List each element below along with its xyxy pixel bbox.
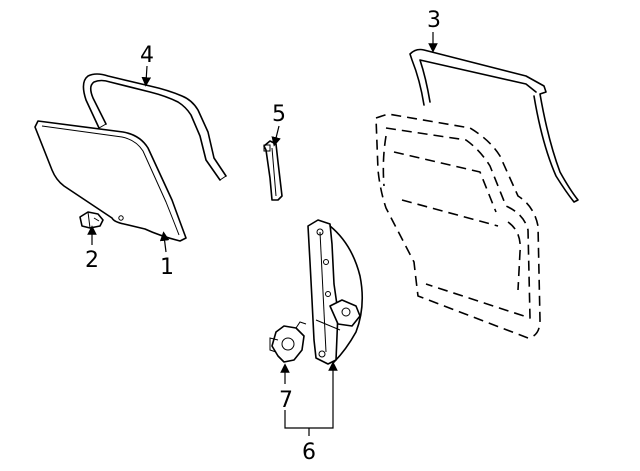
- run-channel-bracket: [263, 140, 283, 201]
- callout-5: 5: [272, 102, 286, 127]
- leader-5: [271, 125, 281, 147]
- glass-clip: [79, 211, 104, 229]
- door-weatherstrip: [409, 48, 579, 203]
- callout-3: 3: [427, 8, 441, 33]
- callout-6: 6: [302, 440, 316, 465]
- leader-4: [141, 65, 152, 87]
- door-glass: [34, 120, 187, 242]
- callout-7: 7: [279, 388, 293, 413]
- leader-1: [159, 231, 170, 253]
- callout-1: 1: [160, 255, 174, 280]
- window-regulator: [307, 219, 364, 365]
- callout-4: 4: [140, 43, 154, 68]
- door-shell-outline: [375, 113, 541, 339]
- regulator-motor: [269, 321, 307, 363]
- callout-2: 2: [85, 248, 99, 273]
